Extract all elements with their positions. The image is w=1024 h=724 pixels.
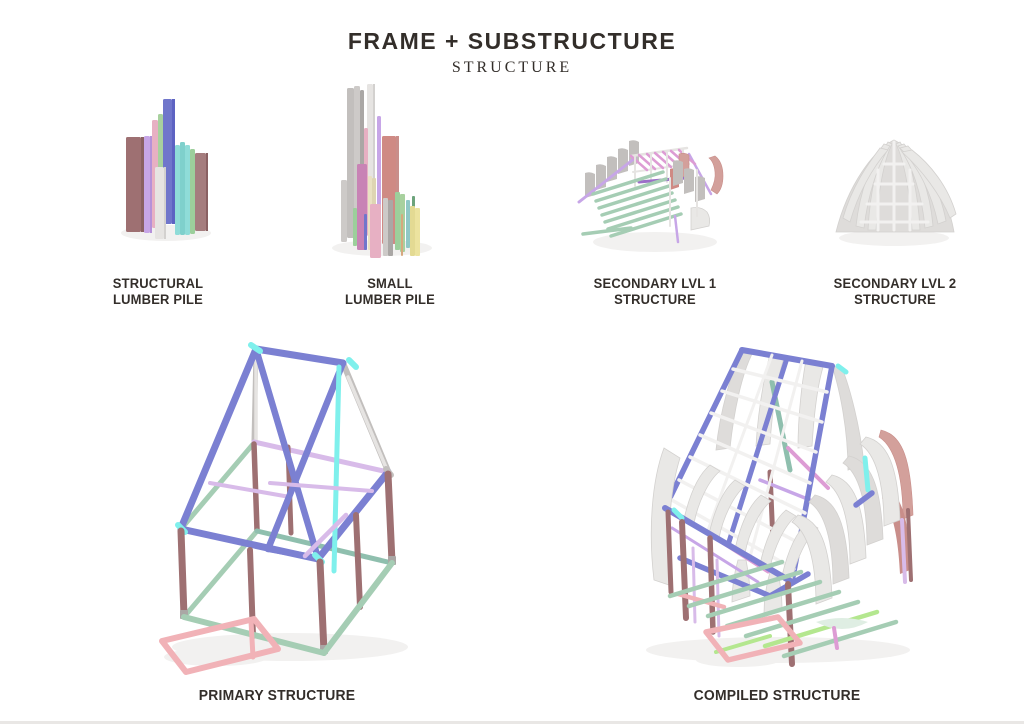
back-roof-frame [178, 348, 392, 532]
lumber-sticks [341, 84, 420, 258]
caption-structural-lumber-pile: STRUCTURAL LUMBER PILE [91, 276, 225, 309]
structural-lumber-pile-figure [108, 85, 232, 245]
caption-small-lumber-pile: SMALL LUMBER PILE [323, 276, 457, 309]
caption-line: PRIMARY STRUCTURE [198, 688, 356, 704]
secondary-lvl-1-render [577, 140, 724, 252]
page-title: FRAME + SUBSTRUCTURE [347, 28, 677, 54]
caption-line: STRUCTURAL [112, 276, 204, 291]
caption-line: LUMBER PILE [113, 292, 203, 308]
front-grid [859, 140, 930, 232]
floor-joists [581, 170, 683, 238]
base-sled-frame [703, 614, 839, 663]
ground-shadow [839, 230, 949, 246]
primary-structure-render [159, 342, 408, 675]
right-posts [669, 169, 698, 244]
caption-line: COMPILED STRUCTURE [693, 688, 861, 704]
caption-secondary-lvl-1: SECONDARY LVL 1 STRUCTURE [578, 276, 732, 309]
caption-line: SMALL [367, 276, 413, 291]
caption-line: STRUCTURE [614, 292, 696, 308]
secondary-lvl-2-figure [818, 126, 972, 252]
ground-shadow [164, 633, 408, 666]
small-lumber-pile-figure [320, 80, 460, 260]
compiled-structure-figure [620, 330, 920, 670]
caption-line: SECONDARY LVL 1 [593, 276, 717, 291]
caption-compiled-structure: COMPILED STRUCTURE [681, 688, 873, 706]
right-accents [835, 363, 913, 584]
primary-structure-figure [150, 325, 430, 680]
caption-line: SECONDARY LVL 2 [833, 276, 957, 291]
lumber-planks [126, 99, 208, 239]
roof-frame [177, 345, 392, 563]
secondary-lvl-1-figure [575, 130, 737, 262]
ground-shadow [593, 232, 717, 252]
floor-joists [667, 559, 899, 659]
small-lumber-pile-render [332, 84, 432, 258]
page-bottom-rule [0, 721, 1024, 724]
page-subtitle: STRUCTURE [451, 59, 573, 76]
rib-dome [835, 139, 957, 233]
caption-secondary-lvl-2: SECONDARY LVL 2 STRUCTURE [818, 276, 972, 309]
mint-shelf [816, 618, 868, 629]
base-sled-frame [159, 616, 281, 675]
compiled-structure-render [646, 347, 914, 667]
caption-primary-structure: PRIMARY STRUCTURE [181, 688, 373, 706]
roof-braces [268, 364, 374, 574]
caption-line: STRUCTURE [854, 292, 936, 308]
secondary-lvl-2-render [835, 139, 957, 246]
structural-lumber-pile-render [121, 99, 211, 241]
caption-line: LUMBER PILE [345, 292, 435, 308]
